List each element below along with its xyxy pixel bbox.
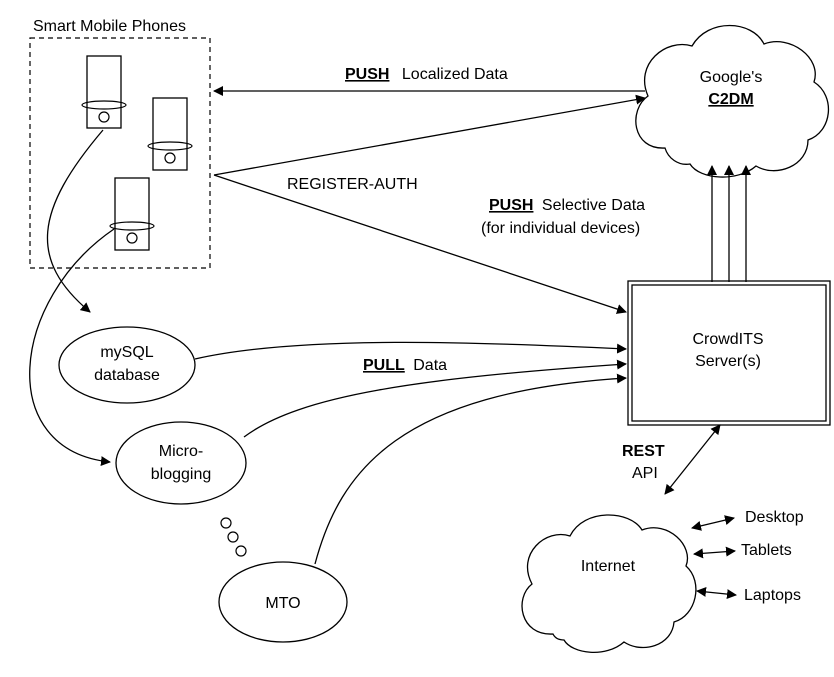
tablets-arrow — [693, 546, 736, 559]
phone-3-button-icon — [126, 232, 138, 244]
push-selective-key: PUSH — [489, 197, 533, 214]
client-tablets-label: Tablets — [741, 542, 792, 559]
mto-node: MTO — [218, 561, 348, 643]
google-label: Google's — [700, 69, 763, 86]
google-cloud-shape — [635, 25, 829, 178]
server-label-line1: CrowdITS — [692, 331, 763, 348]
crowdits-server: CrowdITS Server(s) — [627, 280, 831, 426]
microblog-label-line2: blogging — [151, 466, 212, 483]
register-to-c2dm-arrow — [213, 94, 646, 176]
push-localized-key: PUSH — [345, 66, 389, 83]
pull-key: PULL — [363, 357, 405, 374]
phone-1-button-icon — [98, 111, 110, 123]
mysql-label-line2: database — [94, 367, 160, 384]
push-selective-rest: Selective Data — [542, 197, 645, 214]
rest-api-arrow — [664, 424, 721, 495]
push-selective-label: PUSH Selective Data — [489, 197, 645, 214]
mysql-pull-arrow — [194, 341, 627, 360]
phones-group-label: Smart Mobile Phones — [33, 18, 186, 35]
internet-cloud-shape — [521, 514, 697, 654]
internet-label: Internet — [581, 558, 636, 575]
google-c2dm-cloud: Google's C2DM — [635, 25, 829, 178]
microblog-pull-arrow — [243, 359, 627, 438]
phone-2 — [147, 97, 193, 171]
c2dm-label: C2DM — [708, 91, 753, 108]
desktop-arrow — [691, 515, 735, 531]
register-to-server-arrow — [213, 174, 627, 314]
server-label-line2: Server(s) — [695, 353, 761, 370]
mto-label: MTO — [265, 595, 300, 612]
microblogging-node: Micro- blogging — [115, 421, 247, 505]
phone-3 — [109, 177, 155, 251]
laptops-arrow — [696, 586, 737, 600]
mto-pull-arrow — [314, 373, 627, 565]
phone-1 — [81, 55, 127, 129]
pull-label: PULL Data — [363, 357, 447, 374]
phone-2-button-icon — [164, 152, 176, 164]
microblog-label-line1: Micro- — [159, 443, 203, 460]
mysql-label-line1: mySQL — [100, 344, 153, 361]
pull-rest: Data — [413, 357, 447, 374]
phones-group: Smart Mobile Phones — [29, 18, 211, 269]
register-auth-label: REGISTER-AUTH — [287, 176, 418, 193]
ellipsis-dots — [220, 517, 247, 557]
rest-label: REST — [622, 443, 665, 460]
push-localized-label: PUSH Localized Data — [345, 66, 508, 83]
phone-to-mysql-arrow — [46, 129, 104, 313]
push-selective-line2: (for individual devices) — [481, 220, 640, 237]
push-localized-rest: Localized Data — [402, 66, 508, 83]
phone-to-microblog-arrow — [29, 228, 115, 467]
phones-group-border — [29, 37, 211, 269]
mysql-node: mySQL database — [58, 326, 196, 404]
api-label: API — [632, 465, 658, 482]
internet-cloud: Internet — [521, 514, 697, 654]
client-desktop-label: Desktop — [745, 509, 804, 526]
client-laptops-label: Laptops — [744, 587, 801, 604]
server-inner-border — [631, 284, 827, 422]
connectors — [29, 86, 751, 600]
